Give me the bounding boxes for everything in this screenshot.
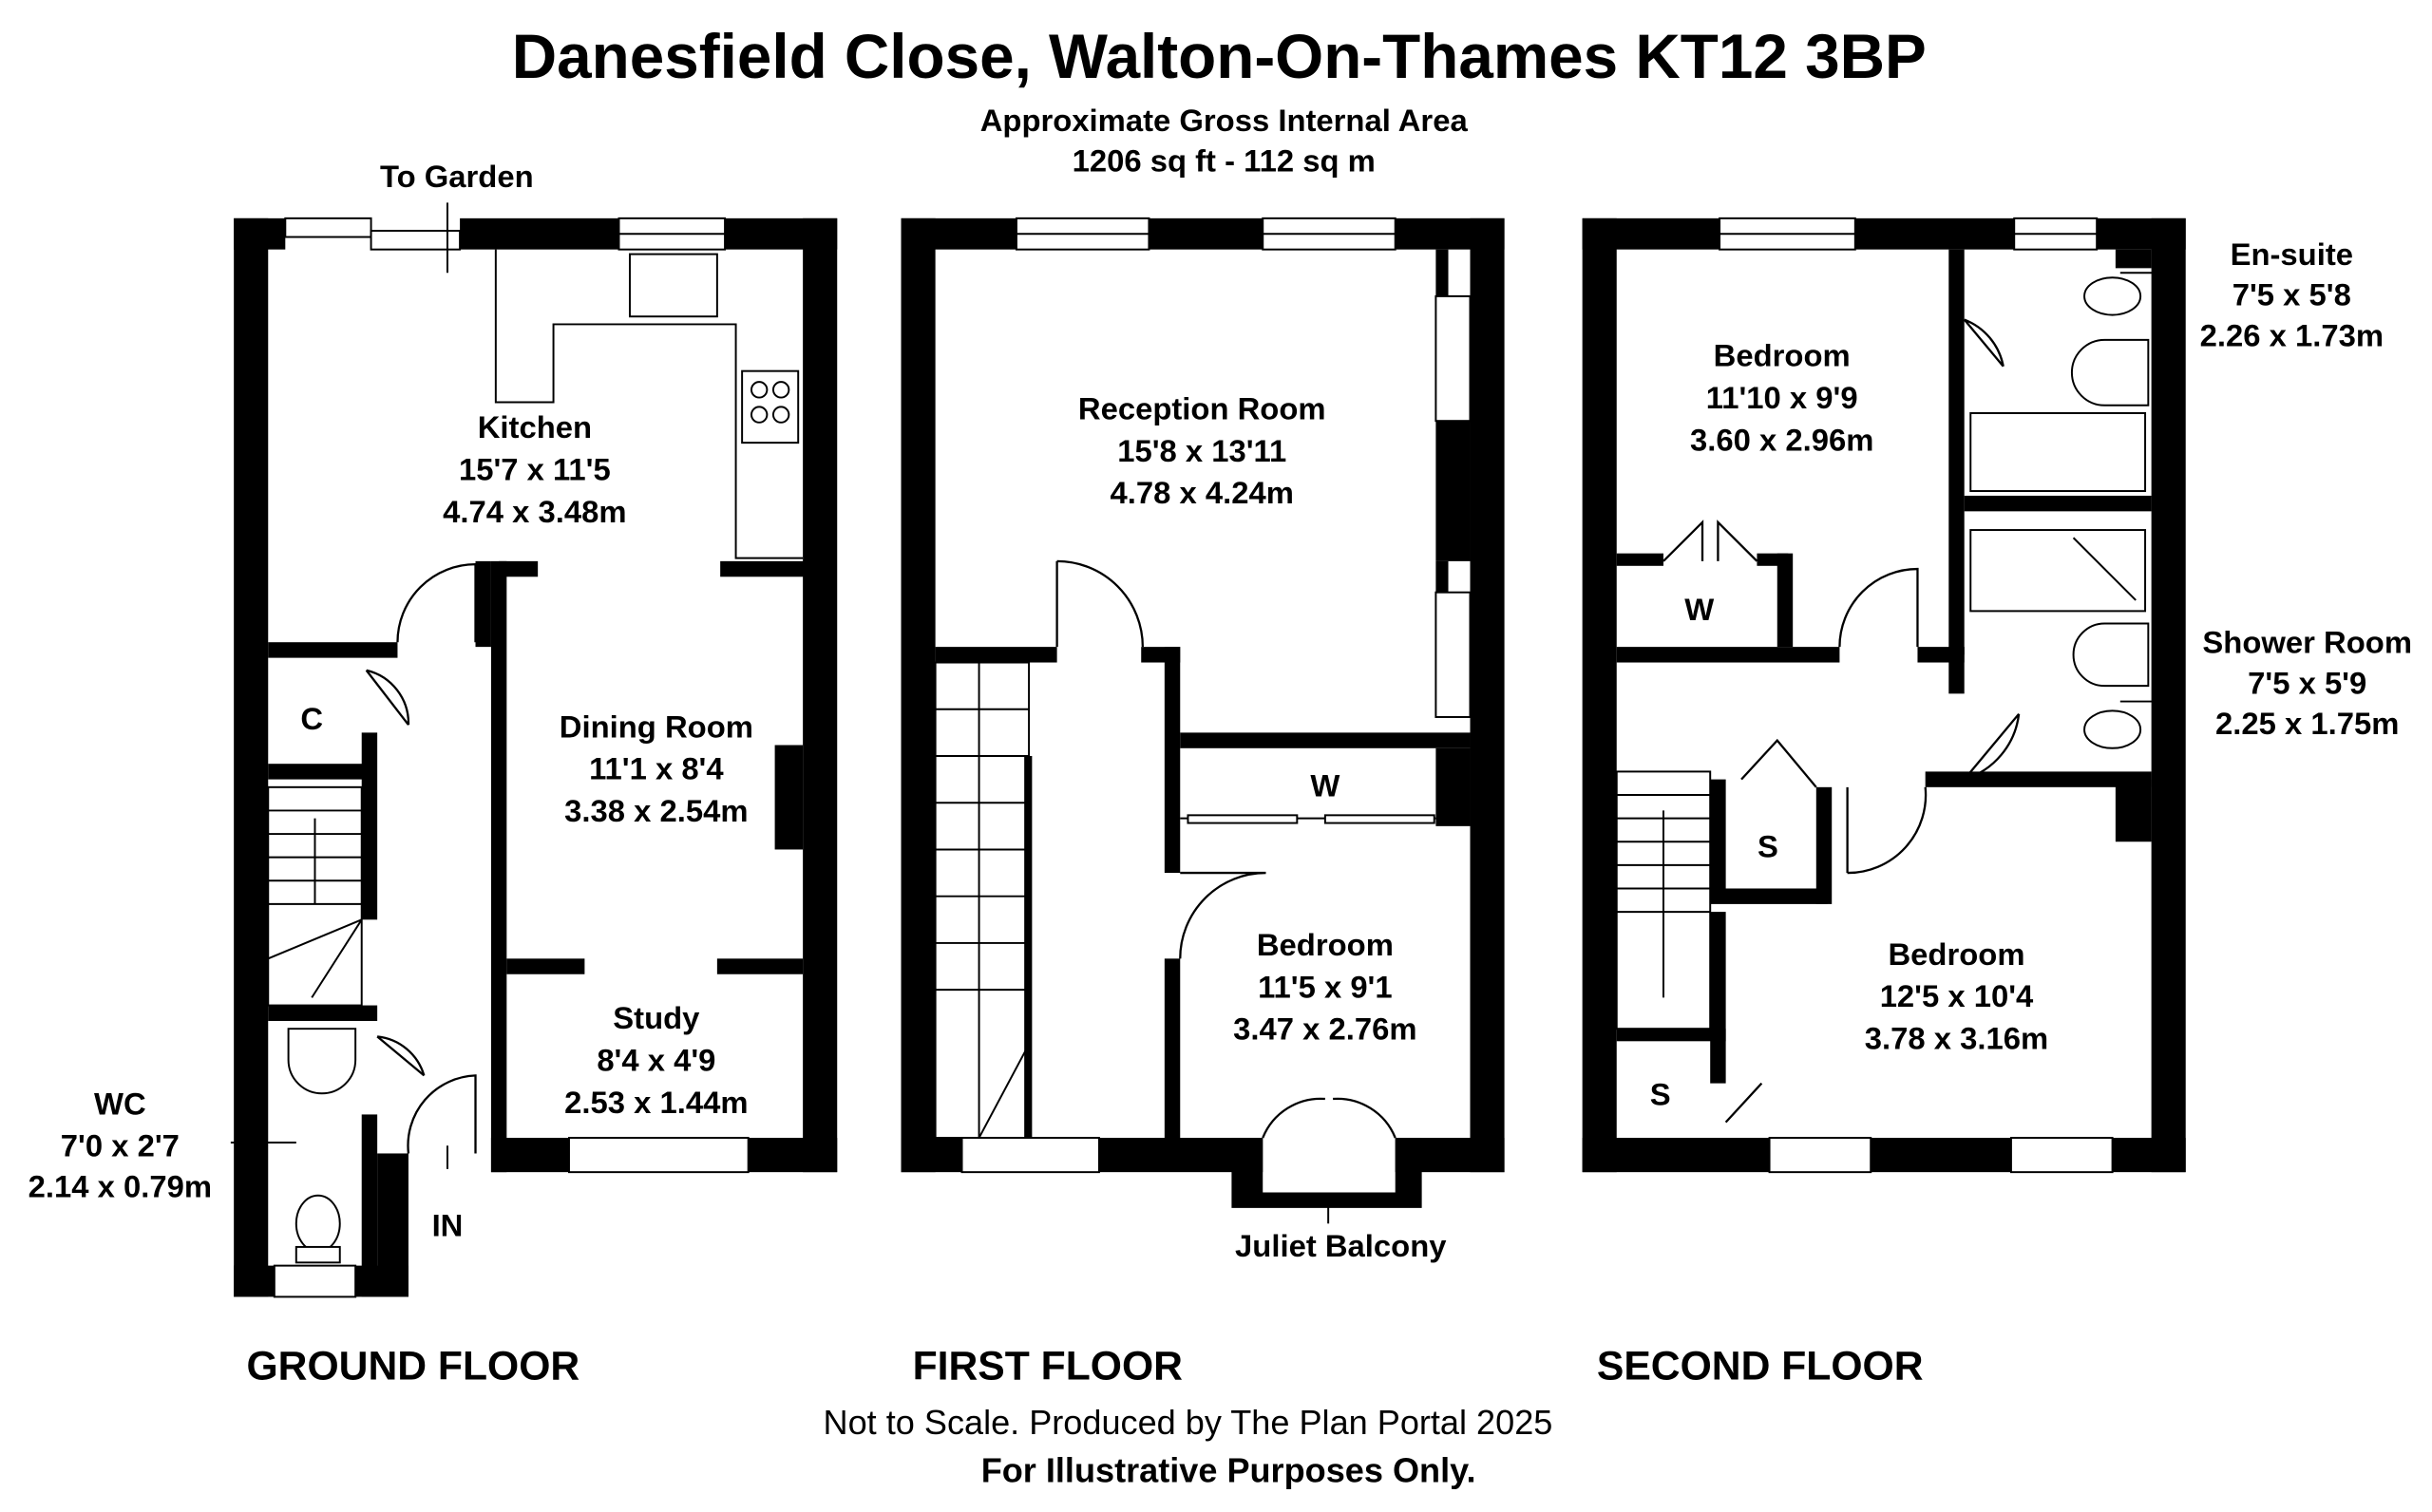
room-bedroom-second-1: Bedroom 11'10 x 9'9 3.60 x 2.96m — [1690, 338, 1873, 458]
svg-text:Dining Room: Dining Room — [560, 709, 753, 744]
area-value: 1206 sq ft - 112 sq m — [1073, 143, 1376, 179]
garden-label: To Garden — [380, 159, 534, 194]
room-study: Study 8'4 x 4'9 2.53 x 1.44m — [564, 1000, 748, 1120]
svg-text:Reception Room: Reception Room — [1078, 391, 1326, 426]
svg-text:En-suite: En-suite — [2231, 236, 2353, 272]
room-bedroom-first: Bedroom 11'5 x 9'1 3.47 x 2.76m — [1233, 927, 1416, 1047]
ground-floor-label: GROUND FLOOR — [247, 1343, 580, 1389]
first-floor-label: FIRST FLOOR — [913, 1343, 1183, 1389]
disclaimer: Not to Scale. Produced by The Plan Porta… — [824, 1403, 1553, 1442]
svg-text:WC: WC — [94, 1086, 146, 1121]
cupboard-label: C — [300, 701, 323, 736]
svg-text:7'0 x 2'7: 7'0 x 2'7 — [61, 1128, 180, 1163]
svg-text:11'5 x 9'1: 11'5 x 9'1 — [1258, 969, 1393, 1004]
svg-text:Bedroom: Bedroom — [1257, 927, 1394, 962]
entrance-label: IN — [432, 1207, 464, 1242]
wardrobe-label-first: W — [1310, 768, 1340, 803]
room-shower: Shower Room 7'5 x 5'9 2.25 x 1.75m — [2202, 625, 2412, 741]
svg-text:15'8 x 13'11: 15'8 x 13'11 — [1117, 433, 1286, 468]
svg-text:Bedroom: Bedroom — [1888, 936, 2024, 972]
svg-text:7'5 x 5'8: 7'5 x 5'8 — [2232, 277, 2351, 312]
svg-text:2.26 x 1.73m: 2.26 x 1.73m — [2200, 317, 2384, 352]
second-floor-plan — [1582, 217, 2186, 1174]
svg-text:12'5 x 10'4: 12'5 x 10'4 — [1880, 978, 2034, 1013]
svg-text:2.53 x 1.44m: 2.53 x 1.44m — [564, 1085, 748, 1120]
room-ensuite: En-suite 7'5 x 5'8 2.26 x 1.73m — [2200, 236, 2384, 352]
page-title: Danesfield Close, Walton-On-Thames KT12 … — [512, 22, 1927, 91]
svg-text:8'4 x 4'9: 8'4 x 4'9 — [597, 1042, 715, 1077]
room-reception: Reception Room 15'8 x 13'11 4.78 x 4.24m — [1078, 391, 1326, 511]
svg-text:2.14 x 0.79m: 2.14 x 0.79m — [28, 1168, 212, 1203]
room-bedroom-second-2: Bedroom 12'5 x 10'4 3.78 x 3.16m — [1865, 936, 2048, 1056]
svg-text:7'5 x 5'9: 7'5 x 5'9 — [2248, 665, 2366, 700]
svg-text:3.47 x 2.76m: 3.47 x 2.76m — [1233, 1011, 1416, 1047]
wardrobe-label-second: W — [1684, 592, 1714, 627]
svg-text:4.74 x 3.48m: 4.74 x 3.48m — [443, 494, 626, 529]
room-wc: WC 7'0 x 2'7 2.14 x 0.79m — [28, 1086, 212, 1203]
svg-text:3.78 x 3.16m: 3.78 x 3.16m — [1865, 1021, 2048, 1056]
ground-floor-plan — [230, 202, 838, 1298]
svg-text:Bedroom: Bedroom — [1714, 338, 1851, 373]
svg-text:11'10 x 9'9: 11'10 x 9'9 — [1706, 380, 1858, 415]
svg-text:Study: Study — [613, 1000, 700, 1035]
balcony-label: Juliet Balcony — [1235, 1228, 1447, 1263]
svg-text:4.78 x 4.24m: 4.78 x 4.24m — [1111, 475, 1294, 510]
store-label-1: S — [1758, 829, 1778, 864]
svg-text:15'7 x 11'5: 15'7 x 11'5 — [459, 452, 611, 487]
svg-text:2.25 x 1.75m: 2.25 x 1.75m — [2215, 706, 2399, 741]
svg-text:3.60 x 2.96m: 3.60 x 2.96m — [1690, 422, 1873, 457]
first-floor-plan — [901, 217, 1505, 1224]
illustrative-note: For Illustrative Purposes Only. — [981, 1451, 1476, 1490]
svg-text:Kitchen: Kitchen — [478, 409, 592, 444]
area-label: Approximate Gross Internal Area — [980, 103, 1469, 138]
svg-text:3.38 x 2.54m: 3.38 x 2.54m — [564, 793, 748, 828]
store-label-2: S — [1650, 1077, 1671, 1112]
svg-text:Shower Room: Shower Room — [2202, 625, 2412, 660]
room-dining: Dining Room 11'1 x 8'4 3.38 x 2.54m — [560, 709, 753, 828]
second-floor-label: SECOND FLOOR — [1597, 1343, 1924, 1389]
svg-text:11'1 x 8'4: 11'1 x 8'4 — [589, 751, 724, 786]
room-kitchen: Kitchen 15'7 x 11'5 4.74 x 3.48m — [443, 409, 626, 529]
